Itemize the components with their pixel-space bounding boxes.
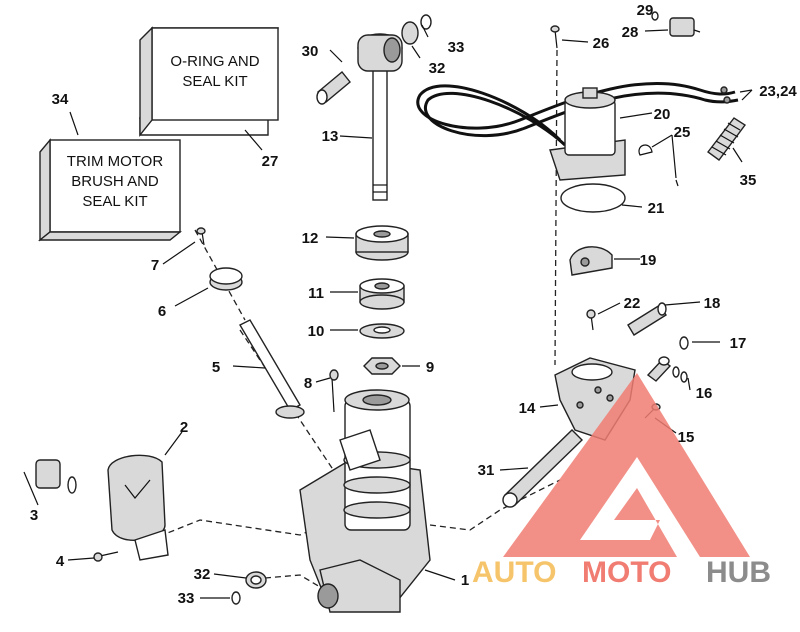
callout-17: 17 [730,335,747,352]
callout-numbers: 34 27 30 13 33 32 12 11 10 9 8 5 6 7 2 3… [30,2,798,607]
part-2-reservoir-cover [107,454,169,561]
callout-5: 5 [212,359,220,376]
part-16-valve [646,356,688,383]
part-5-shaft [239,319,305,419]
callout-3: 3 [30,507,38,524]
callout-23-24: 23,24 [759,83,797,100]
callout-9: 9 [426,359,434,376]
part-32-bushing-bottom [245,571,267,589]
callout-27: 27 [262,153,279,170]
part-19-cover [569,246,613,276]
callout-14: 14 [519,400,536,417]
part-33-ring-bottom [231,591,241,605]
callout-13: 13 [322,128,339,145]
callout-16: 16 [696,385,713,402]
part-20-trim-motor [549,87,626,181]
callout-18: 18 [704,295,721,312]
callout-12: 12 [302,230,319,247]
part-17-ring [679,336,689,350]
callout-6: 6 [158,303,166,320]
automotohub-watermark: AUTO MOTO HUB [472,373,771,589]
wire-harness [416,81,739,147]
trim-kit-line-2: BRUSH AND [71,173,159,190]
part-26-screw [550,25,560,49]
callout-7: 7 [151,257,159,274]
part-8-bleed-screw [329,369,339,413]
part-31-tube [502,429,583,508]
part-6-gland [209,267,243,291]
watermark-triangle [503,373,750,557]
part-10-washer [359,323,405,339]
callout-32-bottom: 32 [194,566,211,583]
leader-lines [23,24,753,599]
part-28-relief-valve [669,17,701,37]
part-30-pin [316,71,351,105]
callout-30: 30 [302,43,319,60]
part-13-trim-rod [357,33,403,201]
oring-kit-line-1: O-RING AND [170,53,259,70]
part-1-trim-cylinder-body [299,389,431,613]
callout-4: 4 [56,553,65,570]
part-4-screw [93,551,119,562]
oring-seal-kit-box: O-RING AND SEAL KIT [139,26,279,137]
callout-1: 1 [461,572,469,589]
part-29-clip [651,11,659,21]
trim-kit-line-3: SEAL KIT [82,193,147,210]
callout-8: 8 [304,375,312,392]
callout-34: 34 [52,91,69,108]
trim-kit-line-1: TRIM MOTOR [67,153,164,170]
part-11-piston [359,278,405,310]
part-18-pin [627,302,667,336]
callout-32-top: 32 [429,60,446,77]
callout-33-top: 33 [448,39,465,56]
callout-31: 31 [478,462,495,479]
part-9-nut [363,357,401,375]
trim-motor-kit-box: TRIM MOTOR BRUSH AND SEAL KIT [38,138,182,242]
callout-21: 21 [648,200,665,217]
watermark-auto: AUTO [472,556,556,589]
callout-25: 25 [674,124,691,141]
callout-33-bottom: 33 [178,590,195,607]
watermark-hub: HUB [706,556,771,589]
callout-35: 35 [740,172,757,189]
callout-29: 29 [637,2,654,19]
part-7-screw [196,227,206,246]
part-25-clip [638,144,679,187]
watermark-moto: MOTO [582,556,671,589]
oring-kit-line-2: SEAL KIT [182,73,247,90]
callout-11: 11 [308,285,324,302]
part-35-spring [707,117,747,161]
part-33-ring-top [420,14,432,30]
part-22-screw [586,309,596,331]
callout-20: 20 [654,106,671,123]
callout-2: 2 [180,419,188,436]
callout-28: 28 [622,24,639,41]
callout-10: 10 [308,323,325,340]
part-32-bushing-top [401,21,419,45]
part-12-cap [355,225,409,261]
callout-22: 22 [624,295,641,312]
callout-19: 19 [640,252,657,269]
callout-26: 26 [593,35,610,52]
part-3-bearing [35,459,77,494]
part-21-oring [560,183,626,213]
callout-15: 15 [678,429,695,446]
